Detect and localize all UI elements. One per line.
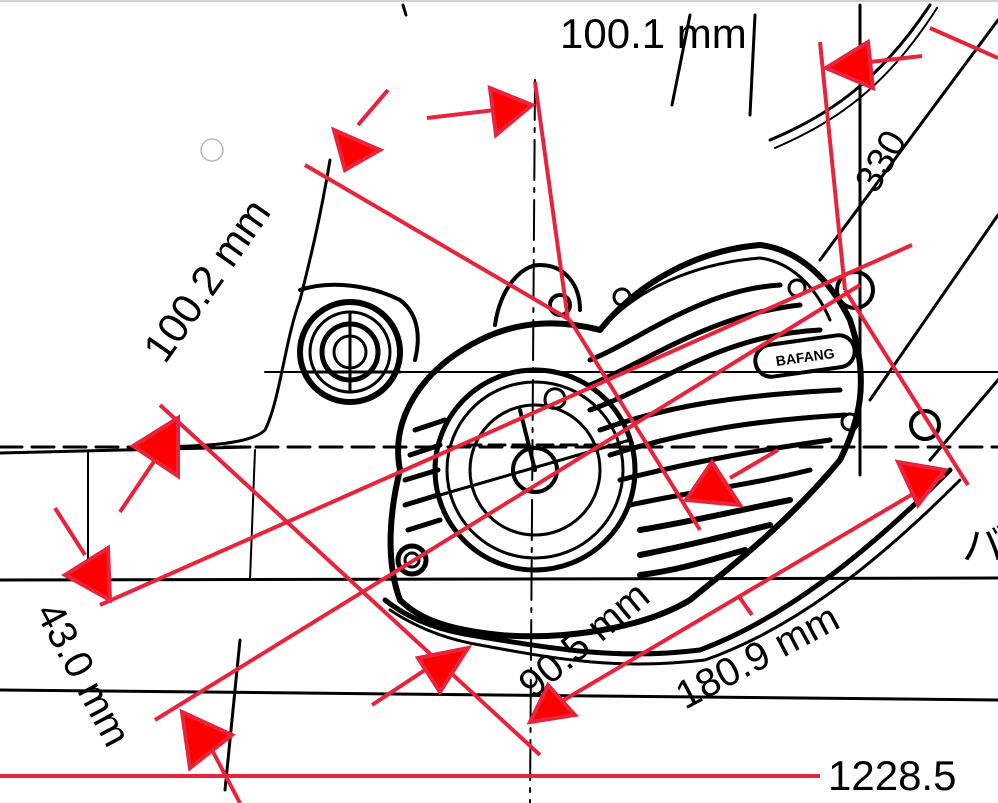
arrow-head-icon [487,84,536,139]
seat-tube-line-2 [868,213,998,402]
stroke [748,13,757,117]
chainstay-line-lower [0,688,998,702]
arrow-head-icon [894,459,949,509]
dim-line [843,288,970,487]
stroke [223,638,242,792]
arrow-tail [728,448,780,480]
bracket-outline [128,158,332,449]
dim-tick [738,596,754,617]
dim-line [818,41,847,291]
dimension-labels: 100.1 mm 100.2 mm 330 180.9 mm 90.5 mm 4… [27,10,998,799]
arrow-tail [426,108,496,120]
pivot-left [297,299,403,405]
guard-arc-inner [388,478,962,666]
circle-marker-icon [200,138,224,162]
arrow-head-icon [682,458,744,508]
arrow-tail [869,54,923,64]
arrow-head-icon [61,544,113,604]
left-box-edge-2 [249,449,256,581]
downtube-arc-outer [768,3,932,142]
dimension-annotations [0,26,998,803]
dim-line [99,243,913,607]
partial-glyph: バ [962,522,998,569]
stroke [670,13,692,107]
dim-line [158,403,542,757]
arrow-tail [370,666,430,707]
dim-label-top: 100.1 mm [560,10,747,57]
motor-logo: BAFANG [775,345,836,369]
arrow-head-icon [526,681,579,725]
dim-line [528,473,947,722]
arrow-tail [53,506,87,557]
bracket-top [298,282,420,362]
arrow-head-icon [330,126,385,174]
arrow-head-icon [414,645,473,696]
dim-line [929,26,998,60]
vertical-centerline [529,79,536,803]
chainstay-line-upper [0,576,998,582]
seat-tube-line-3 [928,378,998,462]
dim-label-left: 43.0 mm [27,596,139,754]
arrow-tail [356,88,390,127]
dim-line [303,163,572,322]
dim-label-upper-left: 100.2 mm [134,190,280,370]
dim-label-right: 330 [847,124,915,200]
arrow-tail [118,458,157,514]
arrow-head-icon [179,708,236,772]
crank-assembly [432,367,638,573]
downtube-arc-inner [774,7,938,149]
top-border [0,0,998,2]
arrow-head-icon [821,38,876,92]
dim-line [153,283,862,722]
stroke [401,3,408,17]
arrow-head-icon [129,414,180,480]
seat-tube-line [818,18,998,262]
arrow-tail [210,749,242,803]
dim-label-baseline: 1228.5 [828,752,956,799]
dim-line [533,81,570,321]
